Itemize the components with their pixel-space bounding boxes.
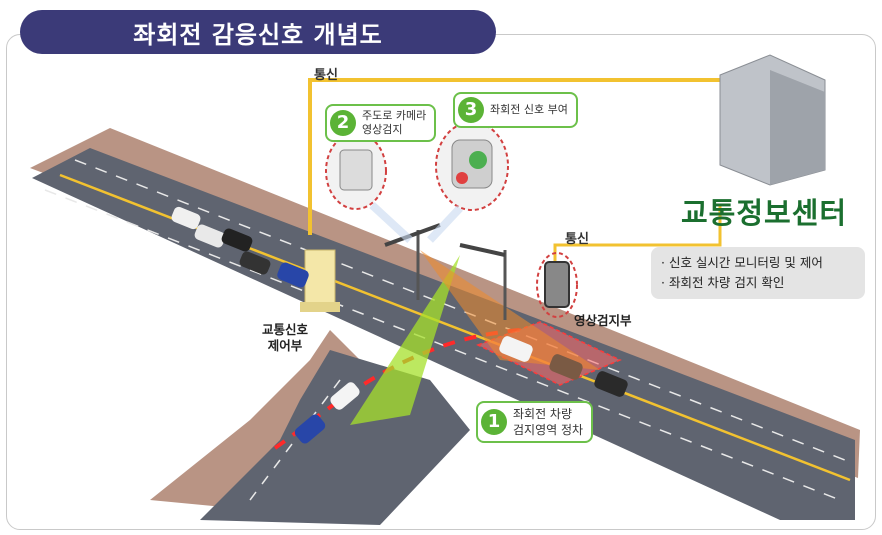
step-1-line2: 검지영역 정차: [513, 423, 584, 437]
car: [294, 414, 326, 444]
signal-controller-label-line1: 교통신호: [262, 322, 309, 337]
step-2-box: 2 주도로 카메라 영상검지: [325, 104, 437, 142]
traffic-center-title: 교통정보센터: [681, 196, 848, 230]
step-1-badge: 1: [481, 409, 507, 435]
camera-beam-green: [350, 255, 460, 425]
signal-controller-label-line2: 제어부: [267, 338, 303, 353]
camera-beam-orange: [420, 250, 600, 370]
video-detector-callout: [536, 252, 578, 318]
step-3-text: 좌회전 신호 부여: [490, 103, 568, 116]
video-detector-box: [544, 261, 570, 308]
step-1-box: 1 좌회전 차량 검지영역 정차: [476, 401, 594, 443]
car: [171, 206, 201, 230]
step-2-badge: 2: [330, 110, 356, 136]
car: [594, 371, 628, 397]
callout-pointer: [369, 202, 413, 243]
comm-label-top: 통신: [314, 68, 338, 83]
car: [239, 251, 271, 275]
step-2-text: 주도로 카메라 영상검지: [362, 109, 426, 137]
center-info-box: 신호 실시간 모니터링 및 제어 좌회전 차량 검지 확인: [651, 247, 865, 299]
center-info-item: 신호 실시간 모니터링 및 제어: [661, 253, 855, 273]
lane-line: [74, 159, 851, 463]
signal-arm: [459, 243, 506, 257]
car: [499, 336, 533, 362]
video-detector-label: 영상검지부: [574, 313, 632, 328]
building-side: [770, 70, 825, 185]
step-3-box: 3 좌회전 신호 부여: [453, 92, 578, 128]
lane-line: [249, 379, 341, 501]
signal-controller-cabinet: [304, 249, 336, 306]
car: [194, 224, 226, 248]
step-2-line2: 영상검지: [362, 123, 403, 136]
comm-label-right: 통신: [565, 232, 589, 247]
signal-arm: [384, 223, 441, 247]
diagram-title: 좌회전 감응신호 개념도: [20, 10, 496, 54]
lane-line: [44, 189, 841, 501]
comm-line-top: [308, 78, 760, 235]
callout-pointer: [427, 205, 463, 243]
red-light: [456, 172, 468, 184]
center-info-item: 좌회전 차량 검지 확인: [661, 273, 855, 293]
car: [277, 262, 309, 288]
step-2-line1: 주도로 카메라: [362, 109, 427, 122]
step-1-line1: 좌회전 차량: [513, 407, 573, 421]
car: [221, 228, 253, 252]
step-3-badge: 3: [458, 97, 484, 123]
step-1-text: 좌회전 차량 검지영역 정차: [513, 406, 583, 438]
green-arrow-light: [469, 151, 487, 169]
car: [330, 382, 360, 410]
car: [549, 354, 583, 380]
signal-controller-base: [300, 302, 340, 312]
signal-controller-label: 교통신호 제어부: [262, 322, 308, 354]
camera-icon: [339, 149, 373, 191]
